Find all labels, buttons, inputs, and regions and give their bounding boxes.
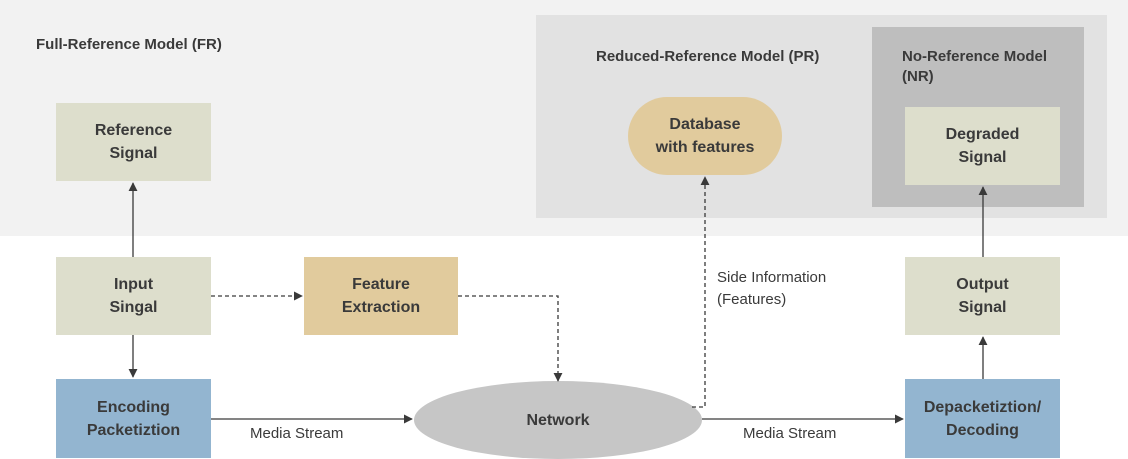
- output-signal-label: Output Signal: [956, 276, 1009, 316]
- fr-region-label: Full-Reference Model (FR): [36, 36, 222, 53]
- arrow-network-to-database: [692, 176, 710, 408]
- encoding-label: Encoding Packetiztion: [86, 398, 181, 439]
- reference-signal-label: Reference Signal: [94, 122, 173, 162]
- network-node: Network: [414, 381, 702, 459]
- input-signal-box: Input Singal: [56, 257, 211, 335]
- feature-extraction-box: Feature Extraction: [304, 257, 458, 335]
- media-stream-left-label: Media Stream: [250, 425, 344, 442]
- feature-extraction-label: Feature Extraction: [341, 276, 421, 316]
- encoding-box: Encoding Packetiztion: [56, 379, 211, 458]
- nr-region-label: No-Reference Model (NR): [902, 48, 1048, 85]
- degraded-signal-box: Degraded Signal: [905, 107, 1060, 185]
- side-information-label: Side Information (Features): [717, 269, 827, 308]
- output-signal-box: Output Signal: [905, 257, 1060, 335]
- reference-signal-box: Reference Signal: [56, 103, 211, 181]
- pr-region-label: Reduced-Reference Model (PR): [596, 48, 820, 65]
- input-signal-label: Input Singal: [109, 276, 158, 316]
- degraded-signal-label: Degraded Signal: [945, 126, 1020, 166]
- network-label: Network: [526, 411, 590, 429]
- database-label: Database with features: [655, 116, 755, 156]
- media-stream-right-label: Media Stream: [743, 425, 837, 442]
- depacketization-box: Depacketiztion/ Decoding: [905, 379, 1060, 458]
- depacketization-label: Depacketiztion/ Decoding: [923, 398, 1042, 439]
- database-node: Database with features: [628, 97, 782, 175]
- arrow-feature-to-network: [458, 295, 563, 382]
